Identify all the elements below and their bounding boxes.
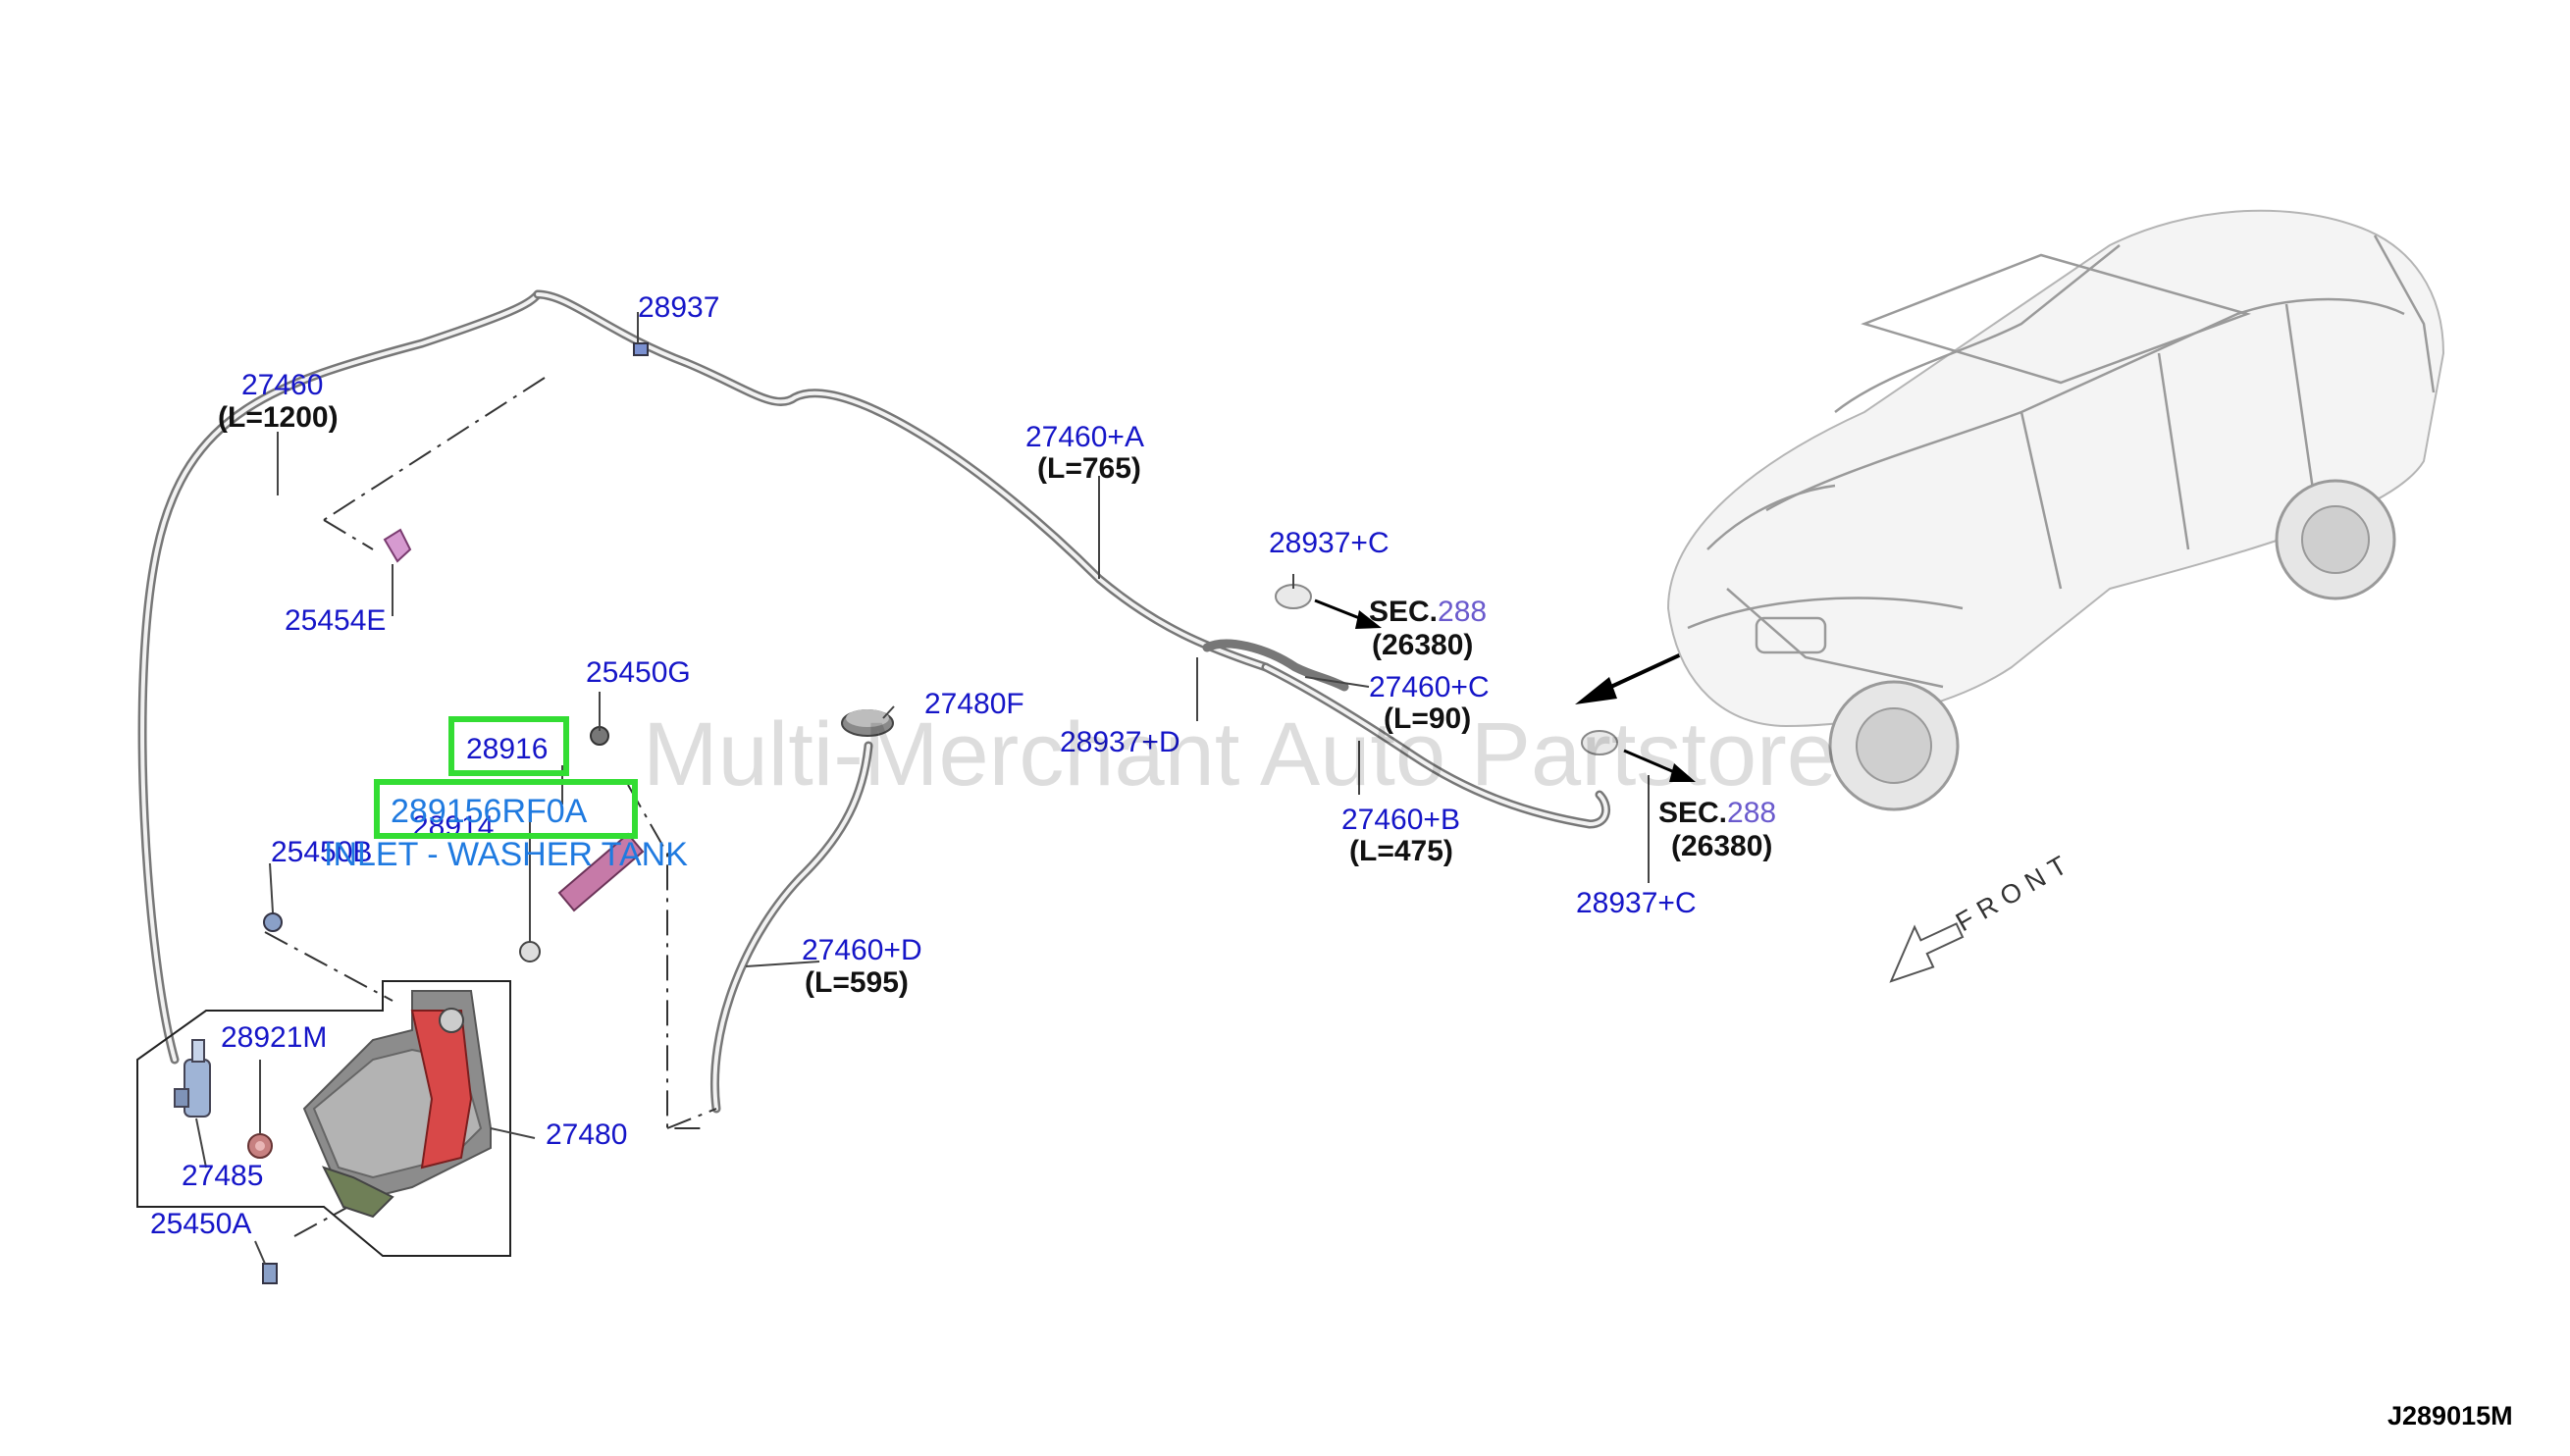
length-27460d: (L=595) — [805, 966, 909, 999]
sec-reference-upper[interactable]: SEC.288 (26380) — [1369, 596, 1487, 661]
length-27460c: (L=90) — [1384, 702, 1471, 735]
label-27460[interactable]: 27460 — [241, 369, 323, 401]
label-27460a[interactable]: 27460+A — [1025, 421, 1144, 453]
clip-25450a[interactable] — [262, 1263, 278, 1284]
clip-25450b[interactable] — [263, 912, 283, 932]
filler-cap-27480f[interactable] — [841, 709, 894, 737]
label-27480f[interactable]: 27480F — [924, 688, 1024, 720]
label-28937c-bottom[interactable]: 28937+C — [1576, 887, 1697, 919]
length-27460b: (L=475) — [1349, 835, 1453, 867]
grommet-28921m[interactable] — [247, 1133, 273, 1159]
vehicle-illustration — [1666, 209, 2445, 811]
label-28937-top[interactable]: 28937 — [638, 291, 719, 324]
connector-28937[interactable] — [633, 342, 649, 356]
washer-tank[interactable] — [302, 990, 492, 1219]
sec-reference-lower[interactable]: SEC.288 (26380) — [1658, 797, 1776, 862]
label-28921m[interactable]: 28921M — [221, 1021, 327, 1054]
highlight-part-number-text: 289156RF0A — [391, 793, 588, 830]
label-27480[interactable]: 27480 — [546, 1118, 627, 1151]
svg-text:SEC.288: SEC.288 — [1369, 596, 1487, 628]
sec-code-upper: (26380) — [1372, 629, 1473, 661]
length-27460a: (L=765) — [1037, 452, 1141, 485]
highlight-part-number[interactable]: 289156RF0A — [374, 779, 638, 839]
sec-arrows — [1314, 598, 1767, 782]
highlight-description: INLET - WASHER TANK — [324, 836, 688, 873]
sec-prefix-upper: SEC. — [1369, 596, 1438, 628]
label-28937c-top[interactable]: 28937+C — [1269, 527, 1390, 559]
sec-number-lower: 288 — [1727, 797, 1776, 829]
front-label: FRONT — [1951, 847, 2078, 937]
watermark: Multi-Merchant Auto Partstore — [643, 704, 1837, 805]
washer-tank-box — [136, 980, 511, 1257]
label-27460c[interactable]: 27460+C — [1369, 671, 1490, 703]
label-27460b[interactable]: 27460+B — [1341, 804, 1460, 836]
length-27460: (L=1200) — [218, 401, 339, 434]
highlight-28916[interactable] — [448, 716, 569, 776]
diagram-reference: J289015M — [2387, 1401, 2513, 1430]
washer-nozzle-lower[interactable] — [1581, 730, 1618, 755]
part-labels: 27460 (L=1200) 28937 27460+A (L=765) 289… — [150, 291, 1697, 1240]
label-25450a[interactable]: 25450A — [150, 1208, 251, 1240]
label-25450g[interactable]: 25450G — [586, 656, 691, 689]
sec-prefix-lower: SEC. — [1658, 797, 1727, 829]
sec-code-lower: (26380) — [1671, 830, 1772, 862]
label-27460d[interactable]: 27460+D — [802, 934, 922, 966]
front-direction-indicator: FRONT — [1889, 847, 2078, 983]
sec-number-upper: 288 — [1438, 596, 1487, 628]
label-28937d[interactable]: 28937+D — [1060, 726, 1180, 758]
label-25450b[interactable]: 25450B — [271, 836, 372, 868]
label-25454e[interactable]: 25454E — [285, 604, 386, 637]
washer-pump[interactable] — [174, 1039, 211, 1118]
label-28916[interactable]: 28916 — [466, 733, 548, 765]
inlet-washer-tank-part[interactable] — [519, 832, 645, 962]
clip-25454e[interactable] — [383, 528, 412, 563]
label-27485[interactable]: 27485 — [182, 1160, 263, 1192]
svg-text:SEC.288: SEC.288 — [1658, 797, 1776, 829]
washer-hoses — [137, 289, 1610, 1114]
